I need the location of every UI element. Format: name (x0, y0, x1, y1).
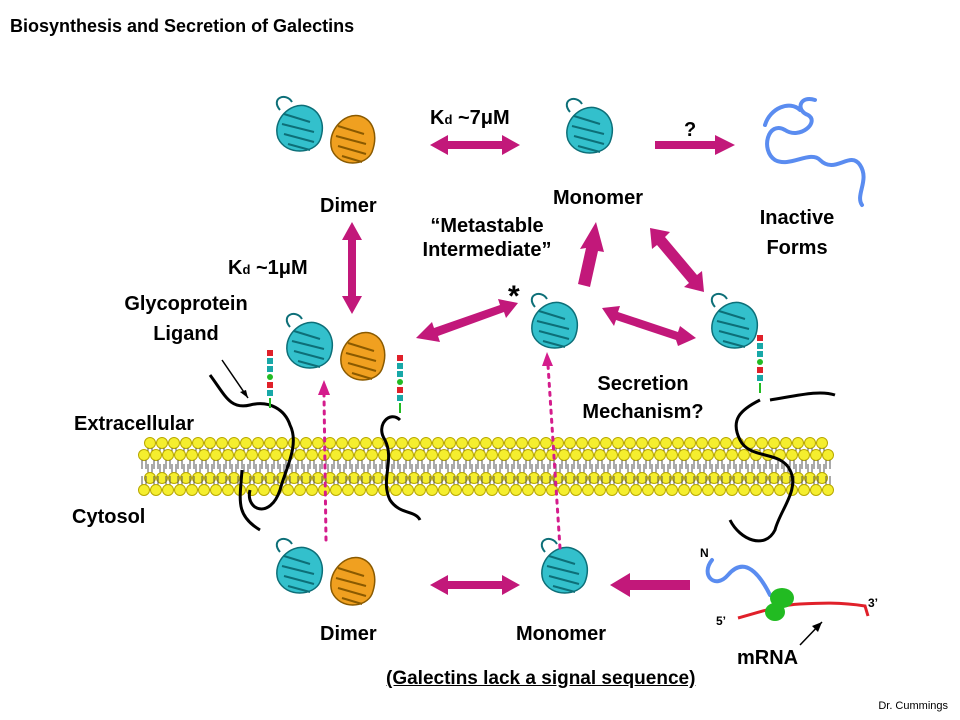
metastable-line-2: Intermediate” (422, 239, 552, 261)
intermediate-right-arrow-icon (602, 306, 696, 346)
three-prime-label: 3’ (868, 596, 879, 610)
footnote: (Galectins lack a signal sequence) (386, 668, 696, 689)
intermediate-monomer-arrow-icon (578, 222, 604, 287)
glycoprotein-line-1: Glycoprotein (124, 293, 248, 315)
glycoprotein-ligand-label: Glycoprotein Ligand (96, 292, 276, 346)
dimer-bottom-label: Dimer (320, 623, 377, 645)
dimer-vertical-arrow-icon (342, 222, 362, 314)
credit: Dr. Cummings (878, 700, 948, 712)
dimer-top-label: Dimer (320, 195, 377, 217)
monomer-right-icon (710, 292, 759, 349)
inactive-forms-label: Inactive Forms (742, 206, 852, 260)
monomer-top-icon (565, 97, 614, 154)
question-label: ? (684, 119, 697, 141)
inactivation-arrow-icon (655, 135, 735, 155)
equilibrium-arrows (342, 135, 735, 597)
glycan-middle-icon (396, 354, 404, 414)
monomer-secreted-arrow-icon (650, 228, 704, 292)
secretion-paths (322, 363, 562, 550)
monomer-bottom-icon (540, 537, 589, 594)
inactive-line-2: Forms (766, 237, 828, 259)
lipid-bilayer (138, 437, 834, 496)
bottom-dimer-arrow-icon (430, 575, 520, 595)
metastable-line-1: “Metastable (430, 215, 544, 237)
asterisk-label: * (508, 280, 520, 313)
intermediate-dimer-arrow-icon (416, 299, 518, 342)
mrna-strand-icon (705, 558, 870, 646)
n-terminus-label: N (700, 546, 709, 560)
inactive-line-1: Inactive (759, 207, 835, 229)
monomer-top-label: Monomer (553, 187, 643, 209)
kd7-label: Kd ~7μM (430, 107, 510, 129)
monomer-bottom-label: Monomer (516, 623, 606, 645)
dimer-bottom-icon (275, 537, 376, 606)
intermediate-icon (530, 292, 579, 349)
mrna-label: mRNA (737, 647, 799, 669)
secretion-mechanism-label: Secretion Mechanism? (558, 372, 728, 424)
dimer-top-icon (275, 95, 376, 164)
secretion-line-1: Secretion (597, 373, 689, 395)
glycan-left-icon (266, 349, 274, 409)
glycoprotein-line-2: Ligand (153, 323, 219, 345)
page-title: Biosynthesis and Secretion of Galectins (10, 16, 355, 36)
secretion-line-2: Mechanism? (582, 401, 704, 423)
cytosol-label: Cytosol (72, 506, 146, 528)
inactive-coil-icon (763, 97, 866, 207)
translation-arrow-icon (610, 573, 690, 597)
glycoprotein-chains (208, 374, 836, 543)
five-prime-label: 5’ (716, 614, 727, 628)
dimer-monomer-arrow-icon (430, 135, 520, 155)
metastable-label: “Metastable Intermediate” (392, 214, 582, 262)
glycan-right-icon (756, 334, 764, 394)
kd1-label: Kd ~1μM (228, 257, 308, 279)
dimer-middle-icon (285, 312, 386, 381)
extracellular-label: Extracellular (74, 413, 195, 435)
